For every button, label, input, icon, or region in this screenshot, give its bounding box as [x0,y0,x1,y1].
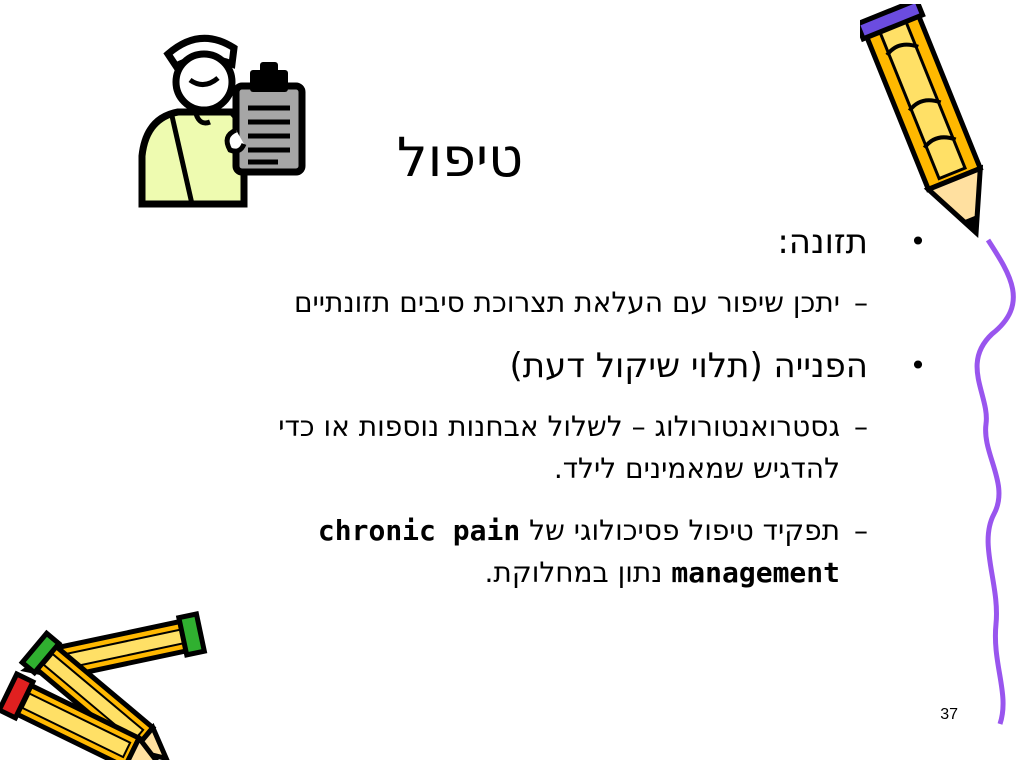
slide-title: טיפול [396,126,524,189]
slide-content: • תזונה: – יתכן שיפור עם העלאת תצרוכת סי… [120,220,926,620]
crossed-pencils-icon [0,611,208,760]
sub-bullet-line: management נתון במחלוקת. [120,552,840,594]
page-number: 37 [940,706,958,723]
dash-glyph: – [854,410,868,443]
sub-bullet-line: תפקיד טיפול פסיכולוגי של chronic pain [120,510,840,552]
sub-bullet-line: להדגיש שמאמינים לילד. [553,452,840,485]
sub-bullet-text-en: management [671,556,840,589]
bullet-glyph: • [909,349,927,382]
sub-bullet-text-he: נתון במחלוקת. [484,556,672,589]
sub-bullet-text: תפקיד טיפול פסיכולוגי של chronic pain ma… [120,510,840,594]
bullet-glyph: • [909,225,927,258]
sub-bullet-text: יתכן שיפור עם העלאת תצרוכת סיבים תזונתיי… [293,286,840,319]
dash-glyph: – [854,286,868,319]
sub-bullet-text-he: תפקיד טיפול פסיכולוגי של [520,514,840,547]
nurse-with-clipboard-icon [138,34,306,208]
pencil-icon [860,4,1016,725]
bullet-text: הפנייה (תלוי שיקול דעת) [509,346,868,386]
sub-bullet-text: גסטרואנטורולוג – לשלול אבחנות נוספות או … [120,406,840,490]
dash-glyph: – [854,514,868,547]
sub-bullet-line: גסטרואנטורולוג – לשלול אבחנות נוספות או … [278,410,840,443]
sub-bullet-text-en: chronic pain [317,514,521,547]
bullet-text: תזונה: [777,222,868,262]
